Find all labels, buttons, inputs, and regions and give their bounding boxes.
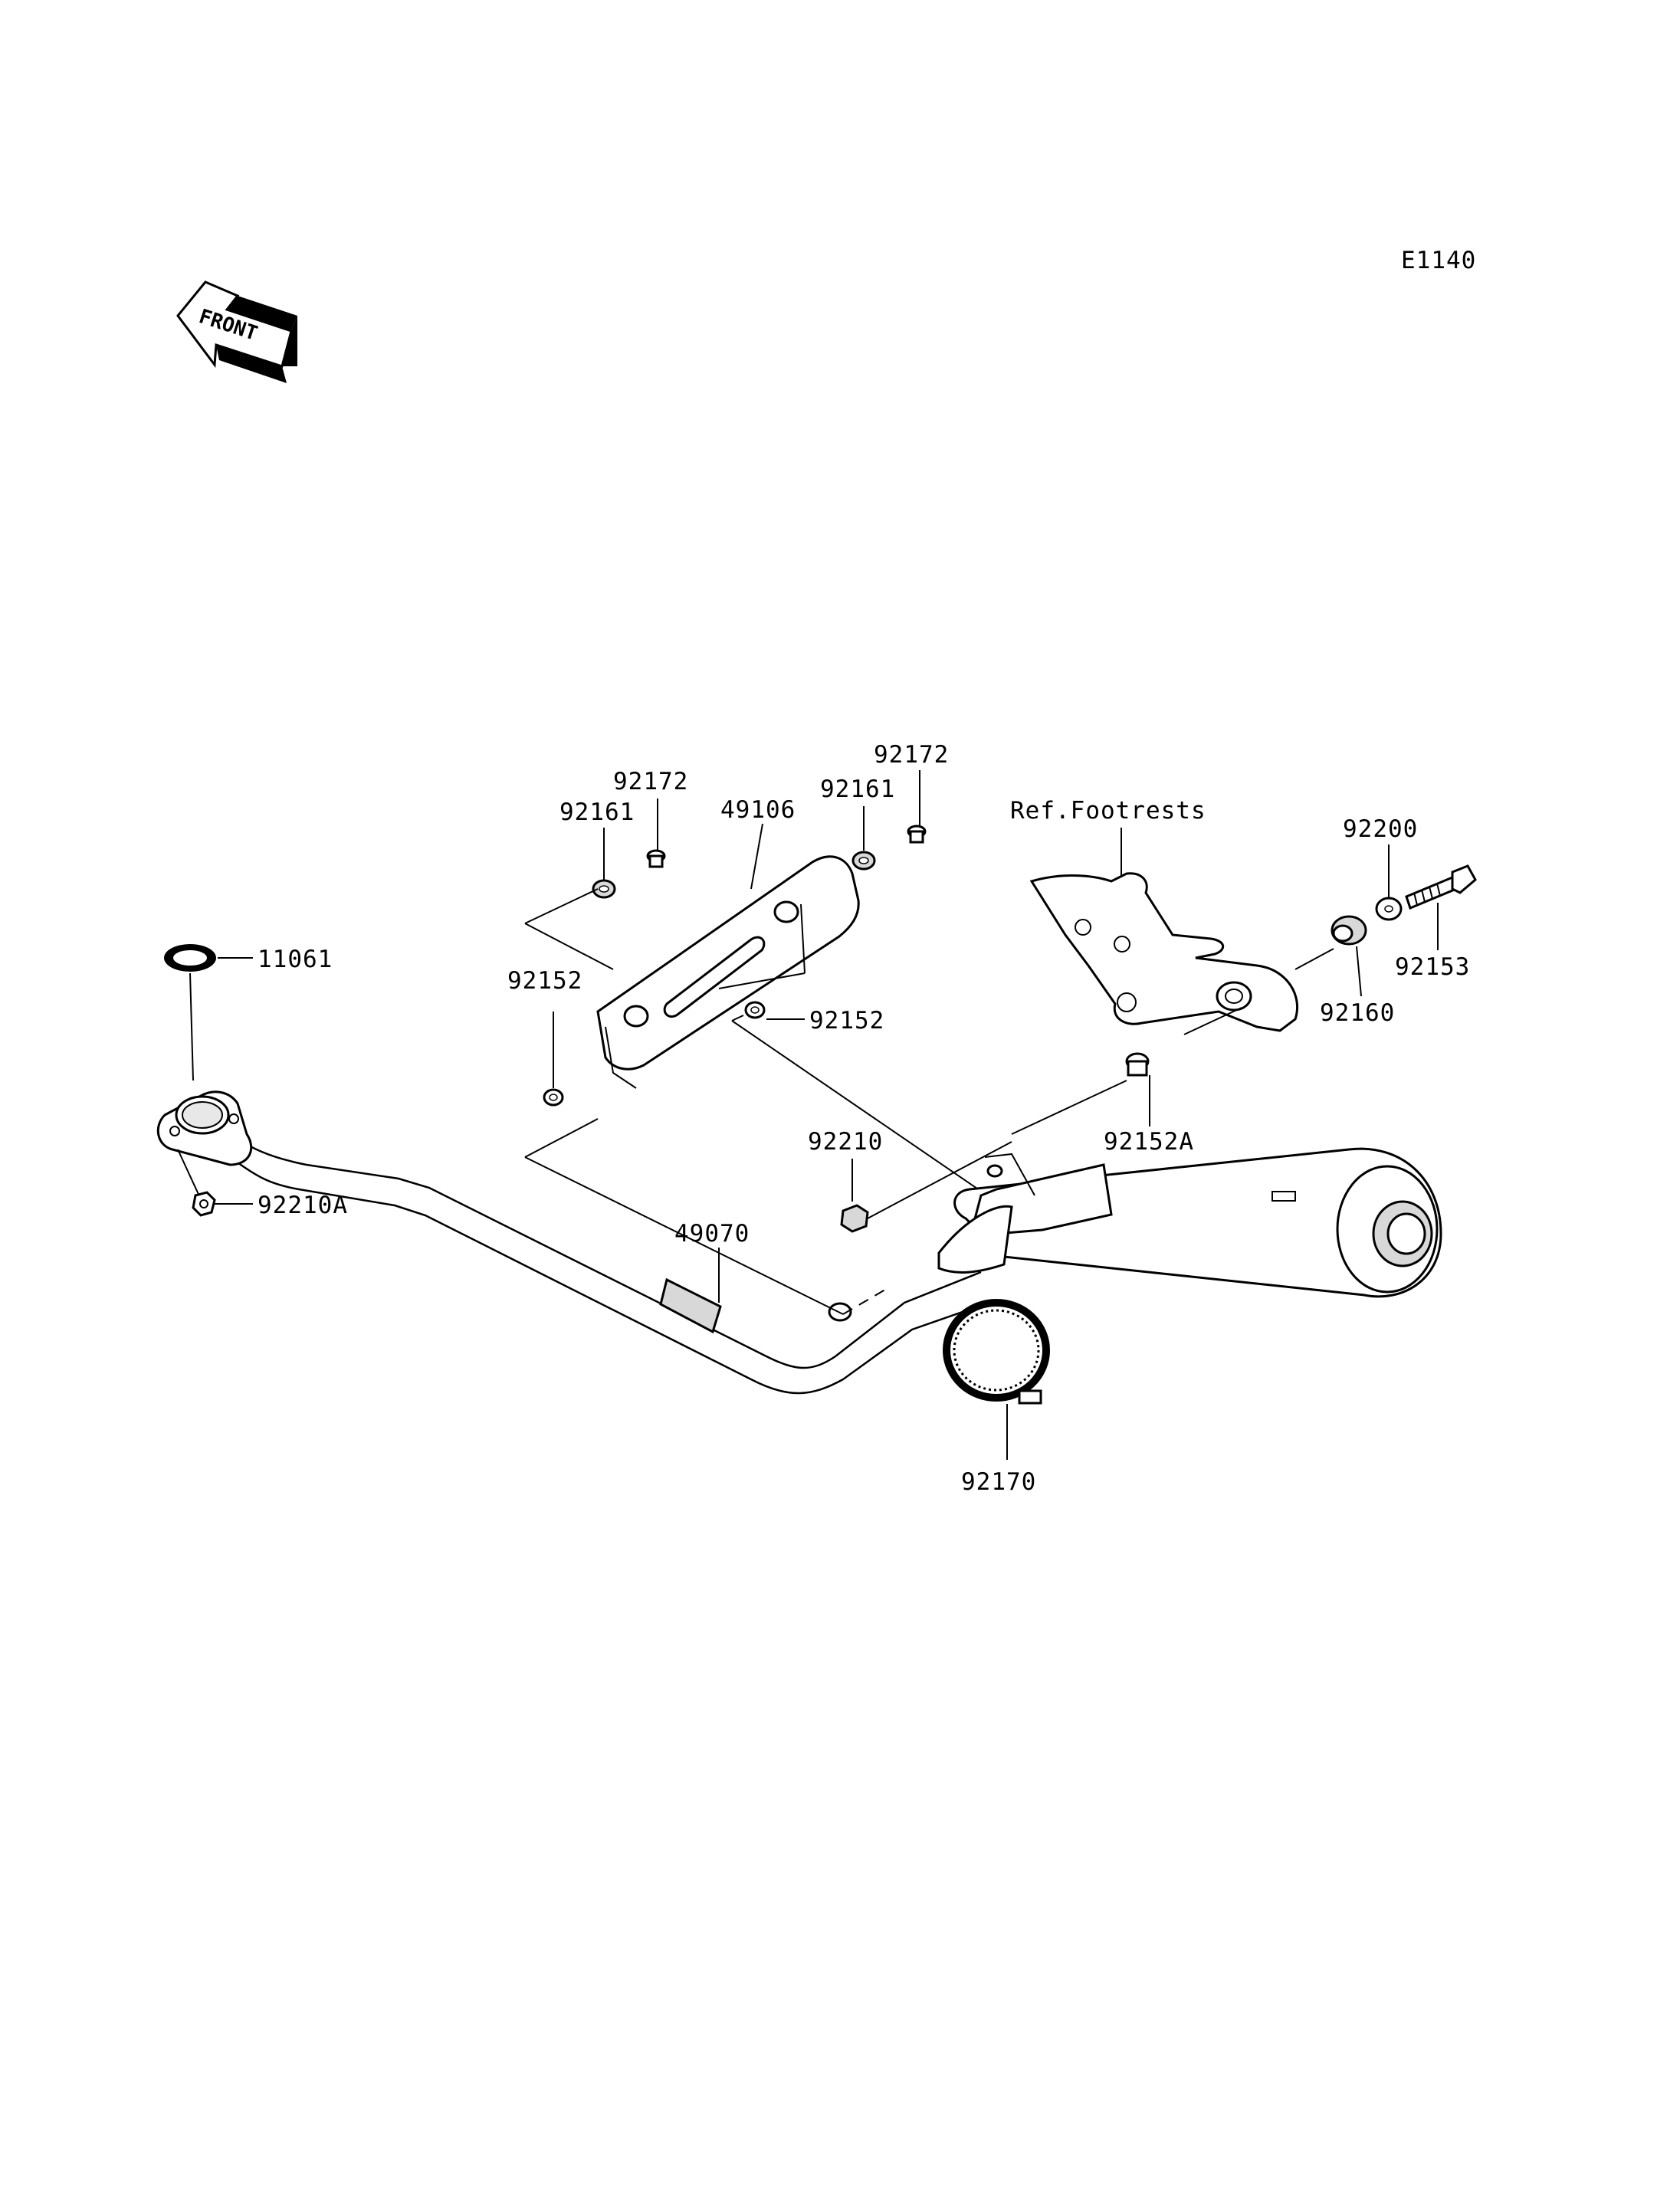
collar-92152a: [1125, 1052, 1150, 1126]
label-92152-left: 92152: [507, 967, 582, 995]
bolt-92172-left: [646, 798, 666, 868]
label-92172-right: 92172: [874, 741, 949, 769]
label-92160: 92160: [1320, 999, 1395, 1027]
clamp-92170: [943, 1299, 1050, 1460]
label-92161-right: 92161: [820, 776, 895, 803]
diagram-code: E1140: [1401, 247, 1476, 274]
bolt-92172-right: [907, 770, 927, 844]
heat-guard-49106: [596, 855, 860, 1089]
label-92152a: 92152A: [1104, 1128, 1194, 1156]
nut-92210: [840, 1141, 1012, 1233]
nut-92210a: [177, 1149, 253, 1217]
label-92170: 92170: [961, 1468, 1036, 1496]
label-11061: 11061: [258, 946, 333, 973]
exhaust-pipe-49070: [156, 1090, 989, 1395]
label-92153: 92153: [1395, 953, 1470, 981]
label-92210a: 92210A: [258, 1192, 348, 1219]
label-49106: 49106: [720, 796, 796, 824]
label-92200: 92200: [1343, 815, 1418, 843]
grommet-92161-right: [851, 806, 876, 871]
collar-92152-left: [543, 1012, 564, 1107]
grommet-92161-left: [592, 828, 616, 899]
gasket-11061: [164, 944, 253, 1081]
bushing-92160: [1331, 915, 1367, 997]
label-ref-footrests: Ref.Footrests: [1010, 797, 1206, 825]
label-92172-left: 92172: [613, 768, 688, 795]
label-92161-left: 92161: [559, 798, 635, 826]
washer-92200: [1375, 844, 1403, 921]
label-92152-right: 92152: [809, 1007, 884, 1035]
collar-92152-right: [744, 1001, 805, 1020]
front-arrow-icon: FRONT: [176, 280, 297, 383]
label-49070: 49070: [674, 1220, 750, 1248]
muffler: [937, 1147, 1442, 1298]
label-92210: 92210: [808, 1128, 883, 1156]
footrest-bracket: [1029, 828, 1299, 1032]
bolt-92153: [1405, 864, 1477, 950]
